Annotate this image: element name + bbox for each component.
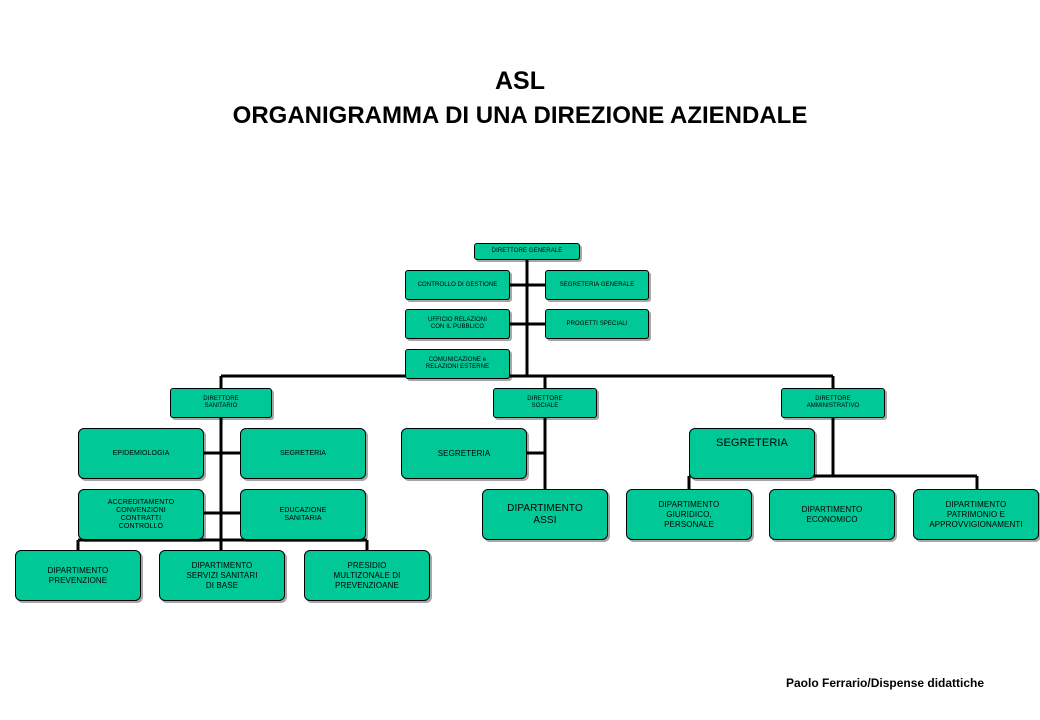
ufficio-relazioni-box: UFFICIO RELAZIONI CON IL PUBBLICO bbox=[405, 309, 510, 339]
presidio-multizonale-box: PRESIDIO MULTIZONALE DI PREVENZIOANE bbox=[304, 550, 430, 601]
direttore-sanitario-box: DIRETTORE SANITARIO bbox=[170, 388, 272, 418]
dip-economico-box: DIPARTIMENTO ECONOMICO bbox=[769, 489, 895, 540]
direttore-amministrativo-box: DIRETTORE AMMINISTRATIVO bbox=[781, 388, 885, 418]
dip-giuridico-box: DIPARTIMENTO GIURIDICO, PERSONALE bbox=[626, 489, 752, 540]
controllo-di-gestione-box: CONTROLLO DI GESTIONE bbox=[405, 270, 510, 300]
segreteria-amministrativo-box: SEGRETERIA bbox=[689, 428, 815, 479]
comunicazione-box: COMUNICAZIONE e RELAZIONI ESTERNE bbox=[405, 349, 510, 379]
footer-credit: Paolo Ferrario/Dispense didattiche bbox=[786, 676, 985, 690]
page-subtitle: ORGANIGRAMMA DI UNA DIREZIONE AZIENDALE bbox=[232, 102, 808, 129]
dip-assi-box: DIPARTIMENTO ASSI bbox=[482, 489, 608, 540]
dip-patrimonio-box: DIPARTIMENTO PATRIMONIO E APPROVVIGIONAM… bbox=[913, 489, 1039, 540]
dip-servizi-sanitari-box: DIPARTIMENTO SERVIZI SANITARI DI BASE bbox=[159, 550, 285, 601]
page-title: ASL bbox=[495, 67, 545, 95]
segreteria-sanitario-box: SEGRETERIA bbox=[240, 428, 366, 479]
direttore-generale-box: DIRETTORE GENERALE bbox=[474, 243, 580, 260]
progetti-speciali-box: PROGETTI SPECIALI bbox=[545, 309, 649, 339]
dip-prevenzione-box: DIPARTIMENTO PREVENZIONE bbox=[15, 550, 141, 601]
accreditamento-box: ACCREDITAMENTO CONVENZIONI CONTRATTI CON… bbox=[78, 489, 204, 540]
educazione-sanitaria-box: EDUCAZIONE SANITARIA bbox=[240, 489, 366, 540]
epidemiologia-box: EPIDEMIOLOGIA bbox=[78, 428, 204, 479]
segreteria-generale-box: SEGRETERIA GENERALE bbox=[545, 270, 649, 300]
direttore-sociale-box: DIRETTORE SOCIALE bbox=[493, 388, 597, 418]
segreteria-sociale-box: SEGRETERIA bbox=[401, 428, 527, 479]
